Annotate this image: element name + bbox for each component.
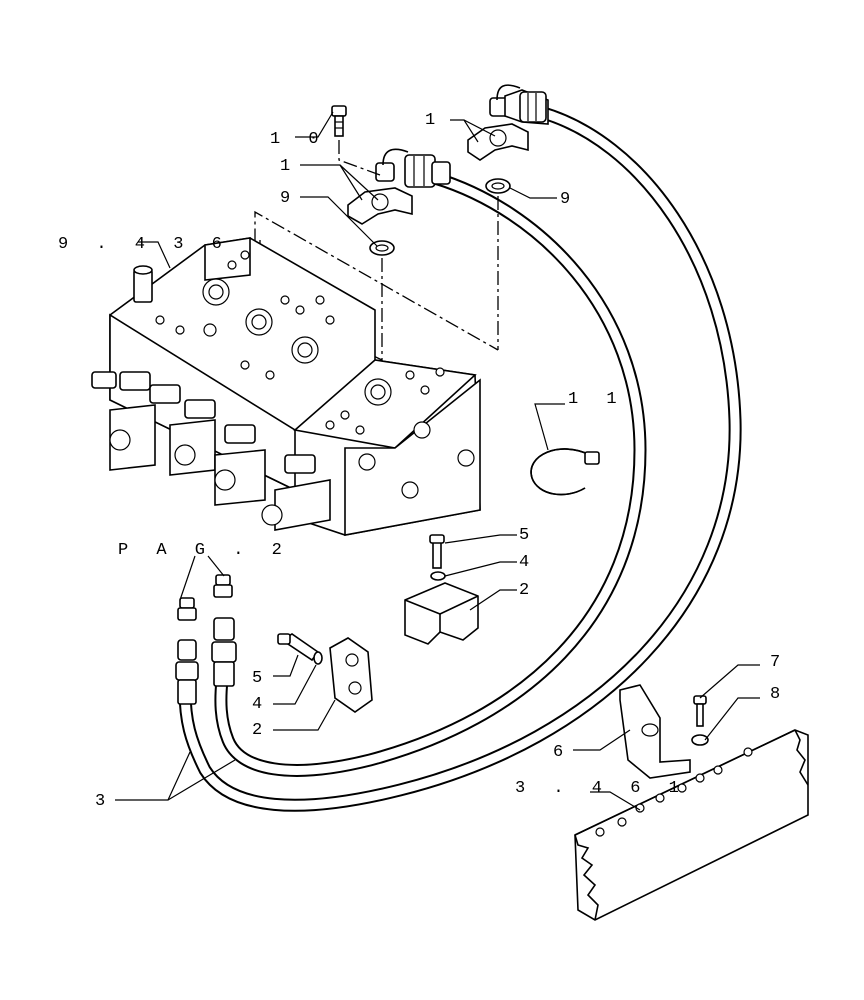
label-pag-2: P A G . 2 [118, 541, 291, 560]
label-part-9-right: 9 [560, 190, 579, 209]
label-part-1-upper: 1 [425, 111, 444, 130]
label-part-2-lower: 2 [252, 721, 271, 740]
label-part-5-lower: 5 [252, 669, 271, 688]
callout-labels: 1 1 0 1 9 9 9 . 4 3 6 1 1 P A G . 2 5 4 … [58, 111, 789, 811]
label-part-10: 1 0 [270, 130, 328, 149]
bolt-10 [331, 105, 347, 137]
bracket-6 [619, 684, 709, 779]
lower-hose-ends [175, 617, 237, 705]
upper-hose-fitting-right [489, 84, 549, 125]
clamp-block-upper [404, 534, 479, 645]
label-part-6: 6 [553, 743, 572, 762]
label-part-4-upper: 4 [519, 553, 538, 572]
label-part-2-upper: 2 [519, 581, 538, 600]
label-part-5-upper: 5 [519, 526, 538, 545]
flange-clamp-lower [347, 187, 413, 225]
label-ref-frame: 3 . 4 6 1 [515, 779, 688, 798]
valve-ports [91, 371, 331, 531]
clamp-block-lower [277, 633, 373, 713]
label-part-8: 8 [770, 685, 789, 704]
flange-clamp-upper [467, 123, 529, 161]
label-part-1-lower: 1 [280, 157, 299, 176]
label-part-7: 7 [770, 653, 789, 672]
label-ref-valve: 9 . 4 3 6 [58, 235, 231, 254]
upper-hose-fitting-left [375, 148, 451, 188]
label-part-4-lower: 4 [252, 695, 271, 714]
o-ring-lower-inner [375, 244, 389, 252]
label-part-3: 3 [95, 792, 114, 811]
hydraulic-hoses [178, 105, 742, 812]
adapter-fittings [177, 574, 233, 621]
hose-clamp-11 [530, 448, 600, 496]
o-ring-upper-inner [491, 182, 505, 190]
leader-lines [115, 111, 760, 811]
frame-rail [574, 729, 809, 921]
label-part-11: 1 1 [568, 390, 626, 409]
label-part-9-left: 9 [280, 189, 299, 208]
